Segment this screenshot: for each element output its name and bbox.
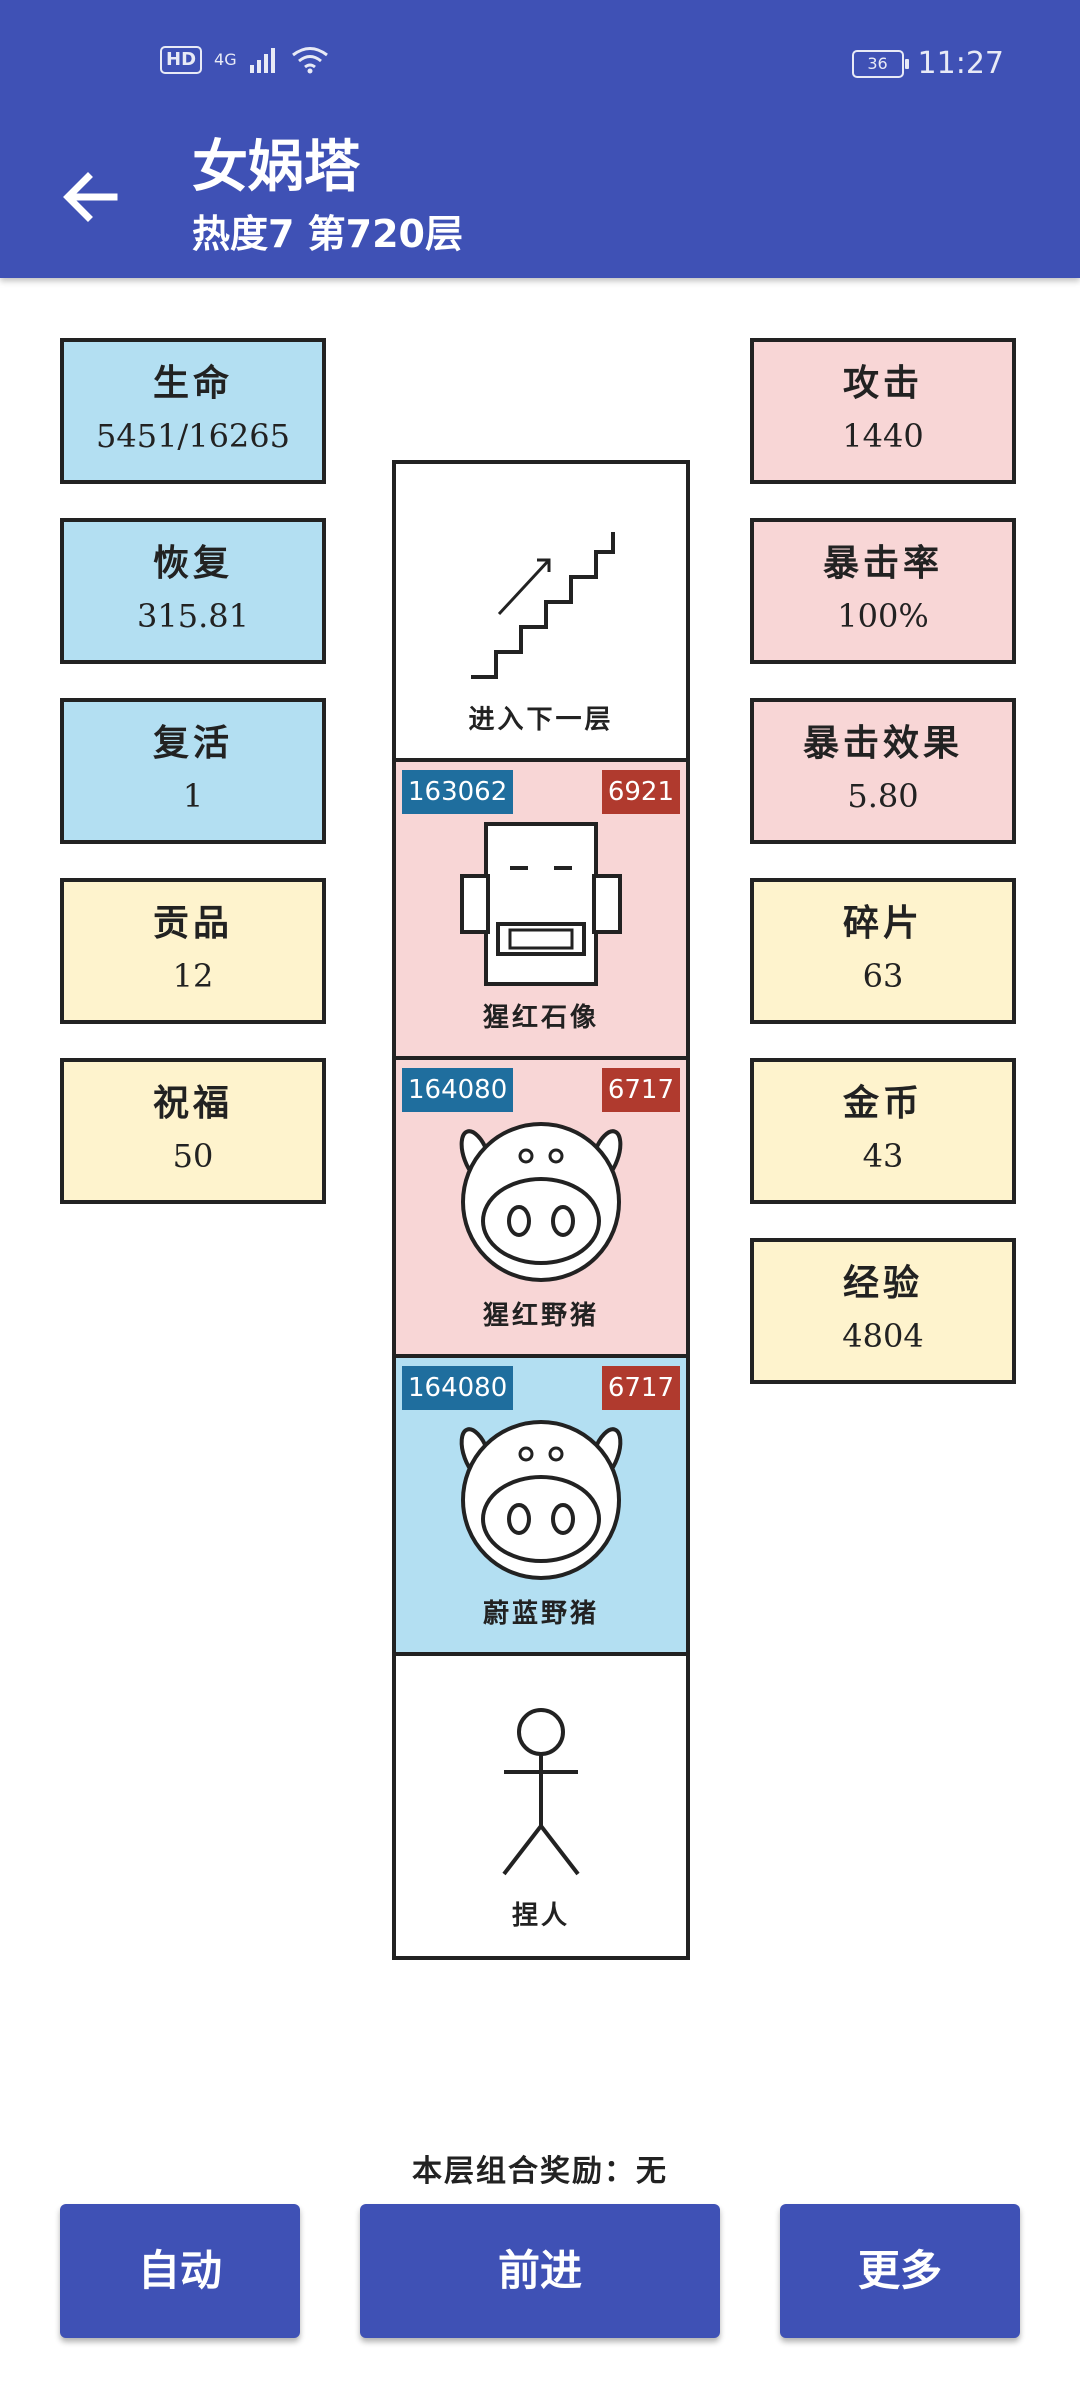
stat-value: 1440 bbox=[842, 417, 924, 455]
tower-cell-enemy[interactable]: 163062 6921 猩红石像 bbox=[396, 762, 686, 1060]
app-bar: HD 4G 36 11:27 女娲塔 热度7 第720层 bbox=[0, 0, 1080, 278]
enemy-hp-badge: 164080 bbox=[402, 1366, 514, 1410]
stat-card-gold: 金币 43 bbox=[750, 1058, 1016, 1204]
stat-label: 复活 bbox=[152, 722, 233, 764]
stat-value: 12 bbox=[172, 957, 214, 995]
page-subtitle: 热度7 第720层 bbox=[192, 212, 463, 256]
tower-cell-enemy[interactable]: 164080 6717 猩红野猪 bbox=[396, 1060, 686, 1358]
clock: 11:27 bbox=[917, 46, 1004, 81]
stat-value: 4804 bbox=[842, 1317, 924, 1355]
stat-value: 1 bbox=[182, 777, 204, 815]
signal-icon bbox=[249, 48, 275, 73]
stat-value: 100% bbox=[837, 597, 929, 635]
stick-figure-icon bbox=[502, 1708, 580, 1876]
enemy-attack-badge: 6717 bbox=[601, 1068, 680, 1112]
stairs-icon bbox=[471, 532, 615, 679]
stat-label: 祝福 bbox=[152, 1082, 233, 1124]
stat-label: 恢复 bbox=[152, 542, 233, 584]
enemy-attack-badge: 6717 bbox=[601, 1366, 680, 1410]
tower-cell-next-floor[interactable]: 进入下一层 bbox=[396, 464, 686, 762]
stat-card-fragments: 碎片 63 bbox=[750, 878, 1016, 1024]
stone-golem-icon bbox=[460, 822, 622, 986]
boar-icon bbox=[459, 1122, 623, 1282]
floor-reward-text: 本层组合奖励：无 bbox=[412, 2154, 668, 2189]
enemy-hp-badge: 163062 bbox=[402, 770, 514, 814]
wifi-icon bbox=[291, 47, 328, 74]
stat-label: 生命 bbox=[152, 362, 233, 404]
stat-value: 43 bbox=[862, 1137, 904, 1175]
stat-card-revive: 复活 1 bbox=[60, 698, 326, 844]
more-button[interactable]: 更多 bbox=[780, 2204, 1020, 2338]
page-title: 女娲塔 bbox=[192, 135, 360, 200]
stat-card-experience: 经验 4804 bbox=[750, 1238, 1016, 1384]
stat-label: 金币 bbox=[842, 1082, 923, 1124]
status-bar-right: 36 11:27 bbox=[851, 46, 1004, 81]
arrow-left-icon[interactable] bbox=[62, 172, 118, 222]
status-bar-left: HD 4G bbox=[160, 46, 329, 74]
tower-cell-create-character[interactable]: 捏人 bbox=[396, 1656, 686, 1954]
stat-card-crit-effect: 暴击效果 5.80 bbox=[750, 698, 1016, 844]
enemy-hp-badge: 164080 bbox=[402, 1068, 514, 1112]
stat-label: 碎片 bbox=[842, 902, 923, 944]
network-type: 4G bbox=[214, 50, 237, 69]
tower-cell-enemy[interactable]: 164080 6717 蔚蓝野猪 bbox=[396, 1358, 686, 1656]
stat-card-crit-rate: 暴击率 100% bbox=[750, 518, 1016, 664]
auto-button[interactable]: 自动 bbox=[60, 2204, 300, 2338]
battery-icon: 36 bbox=[851, 49, 909, 78]
stat-card-recovery: 恢复 315.81 bbox=[60, 518, 326, 664]
cell-label: 猩红野猪 bbox=[482, 1301, 599, 1331]
stat-value: 5.80 bbox=[847, 777, 919, 815]
stat-label: 攻击 bbox=[842, 362, 923, 404]
enemy-attack-badge: 6921 bbox=[601, 770, 680, 814]
stat-value: 63 bbox=[862, 957, 904, 995]
stat-label: 经验 bbox=[842, 1262, 923, 1304]
stat-value: 50 bbox=[172, 1137, 214, 1175]
cell-label: 捏人 bbox=[511, 1901, 570, 1931]
stat-card-blessing: 祝福 50 bbox=[60, 1058, 326, 1204]
stat-card-tribute: 贡品 12 bbox=[60, 878, 326, 1024]
stat-card-life: 生命 5451/16265 bbox=[60, 338, 326, 484]
tower-column: 进入下一层 163062 6921 猩红石像 164080 6717 猩红野猪 bbox=[392, 460, 690, 1960]
stat-value: 5451/16265 bbox=[95, 417, 290, 455]
cell-label: 猩红石像 bbox=[482, 1003, 599, 1033]
hd-indicator: HD bbox=[160, 46, 203, 74]
cell-label: 进入下一层 bbox=[468, 705, 614, 735]
stat-label: 暴击效果 bbox=[802, 722, 963, 764]
stat-card-attack: 攻击 1440 bbox=[750, 338, 1016, 484]
boar-icon bbox=[459, 1420, 623, 1580]
stat-label: 贡品 bbox=[152, 902, 233, 944]
advance-button[interactable]: 前进 bbox=[360, 2204, 720, 2338]
stat-value: 315.81 bbox=[137, 597, 249, 635]
cell-label: 蔚蓝野猪 bbox=[482, 1599, 599, 1629]
stat-label: 暴击率 bbox=[822, 542, 943, 584]
